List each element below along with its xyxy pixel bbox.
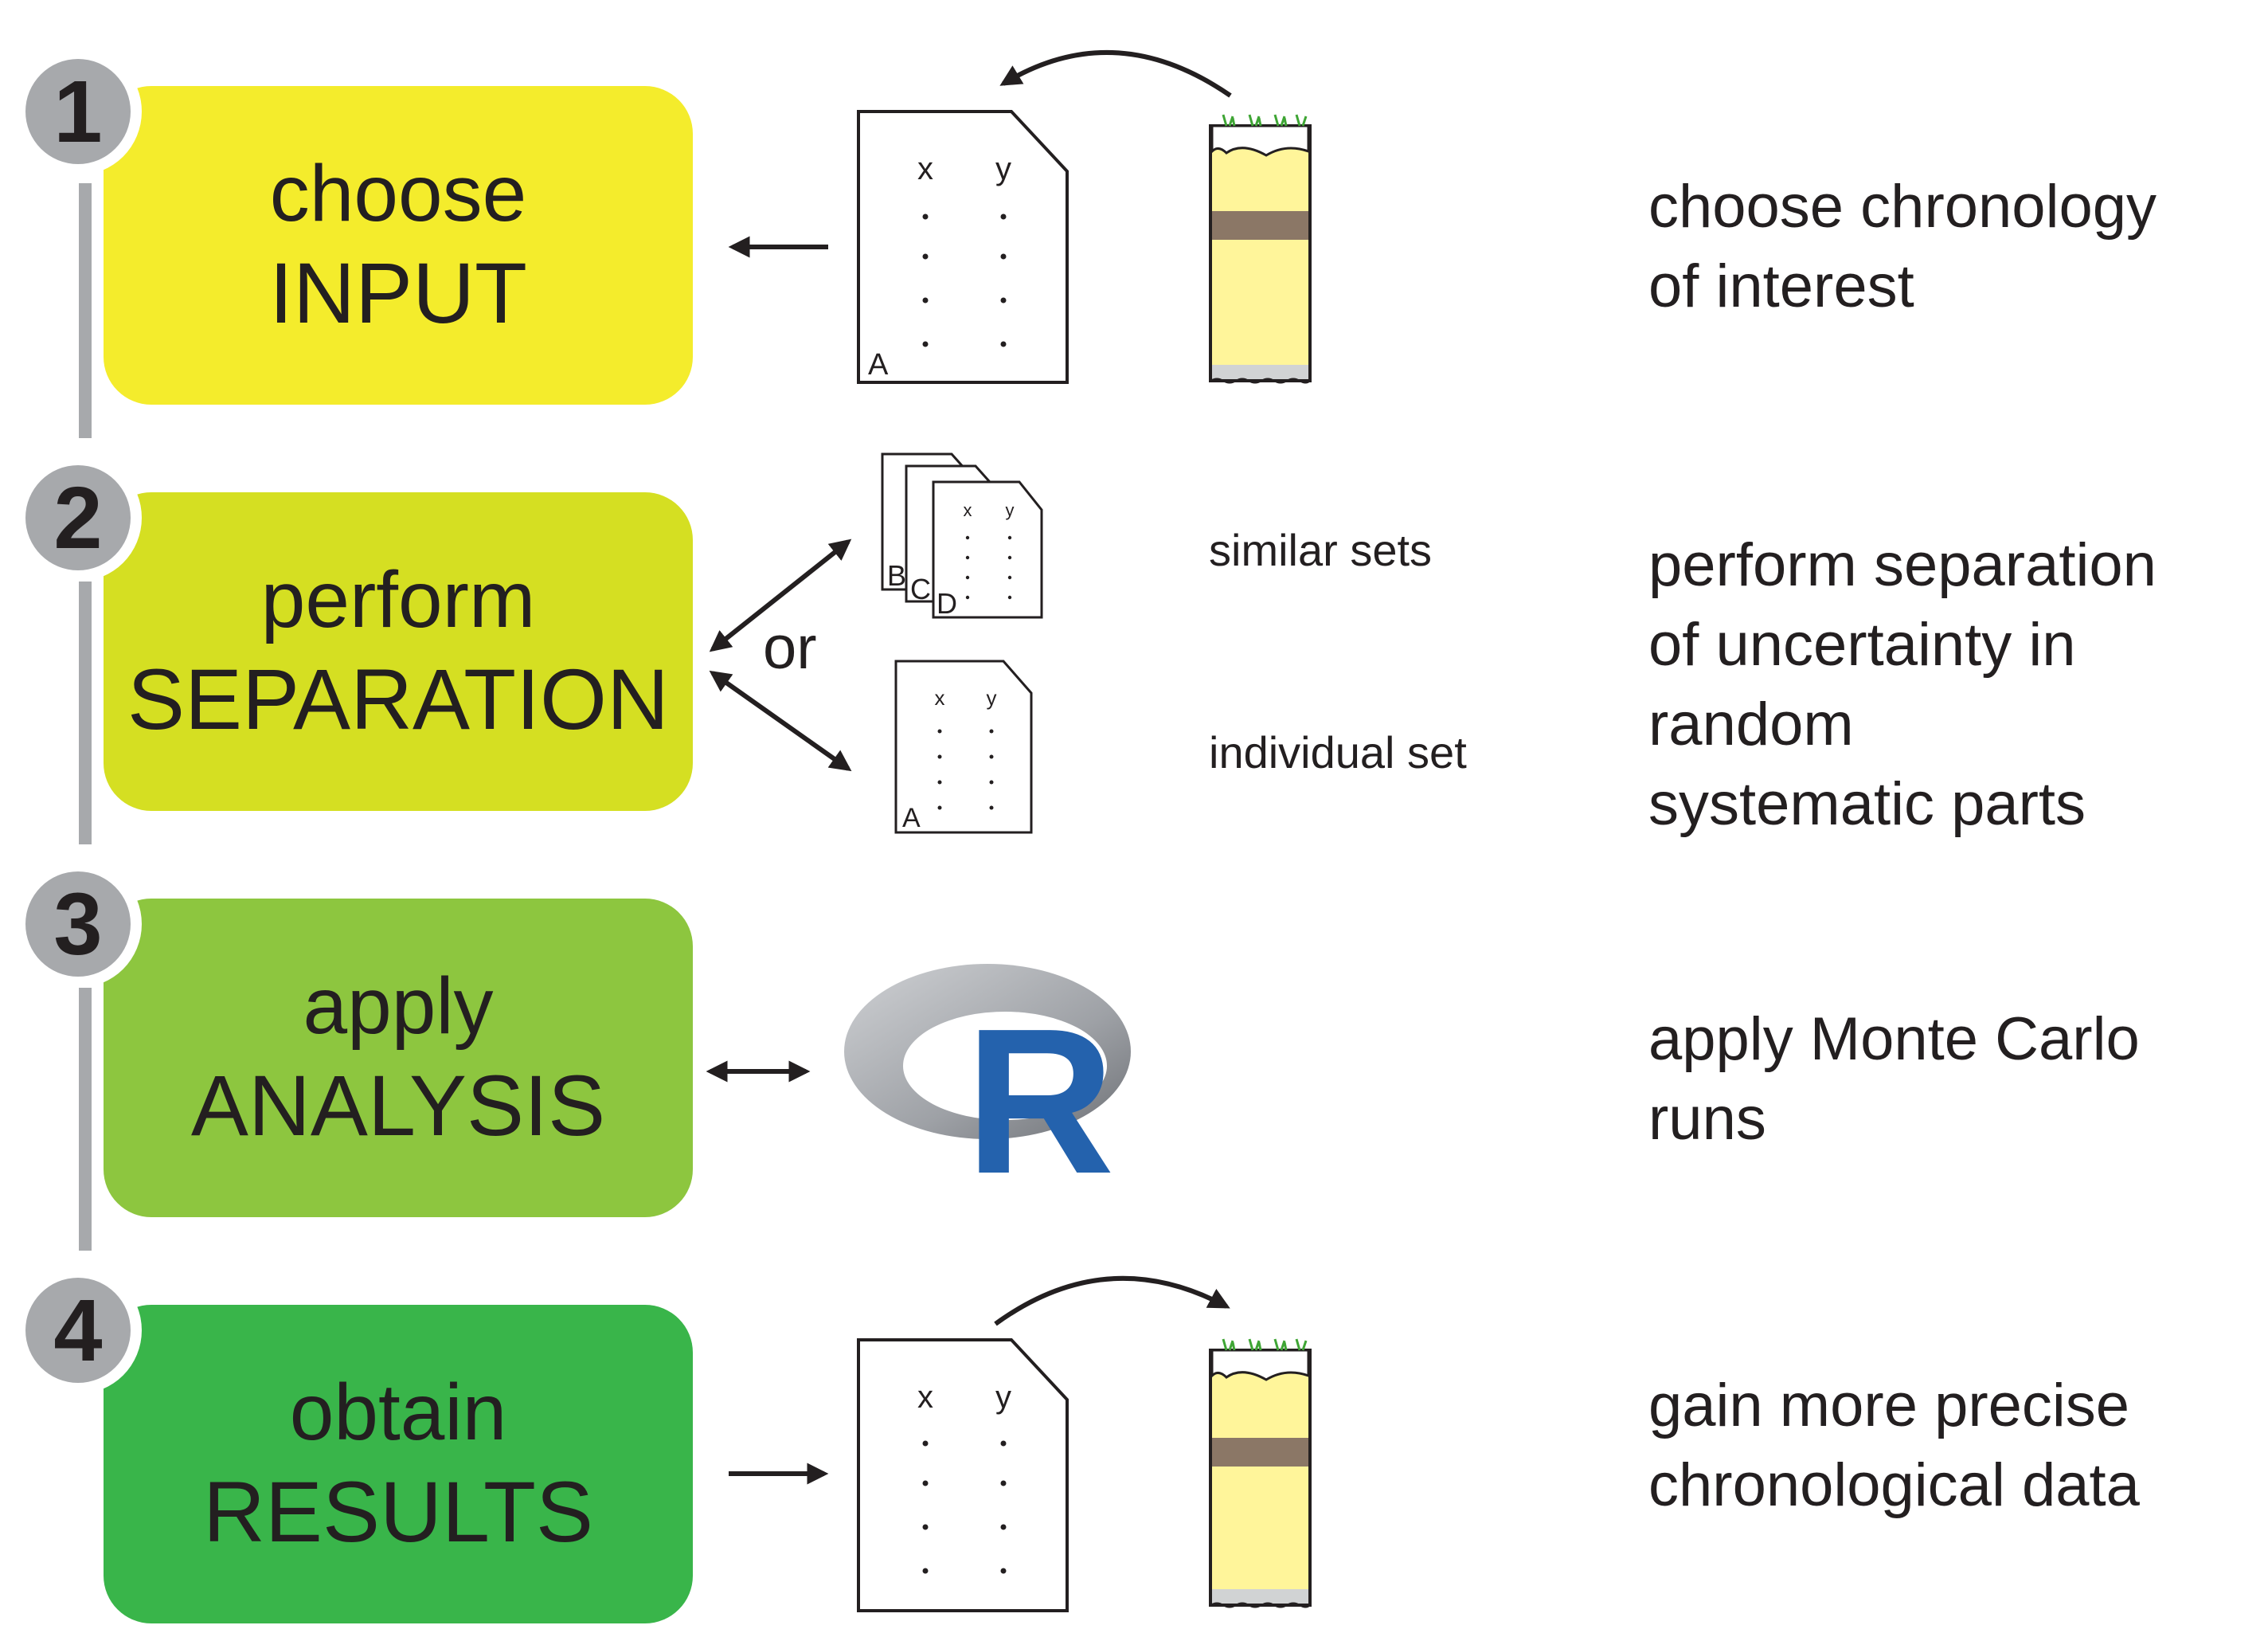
step1-sediment-core-icon	[1209, 114, 1312, 384]
step-number: 1	[25, 59, 131, 164]
svg-text:y: y	[1006, 500, 1015, 520]
step-box-perform-separation: perform SEPARATION	[104, 492, 693, 811]
step-number-badge: 3	[14, 860, 142, 988]
step-verb: choose	[269, 149, 527, 239]
step-noun: RESULTS	[202, 1463, 594, 1561]
or-label: or	[763, 614, 817, 682]
similar-sets-label: similar sets	[1209, 525, 1433, 575]
step-number-badge: 1	[14, 48, 142, 175]
svg-text:x: x	[964, 500, 972, 520]
svg-text:y: y	[995, 1380, 1011, 1415]
step-noun: ANALYSIS	[190, 1057, 606, 1154]
step-noun: SEPARATION	[127, 651, 670, 748]
step2-arrow-down	[709, 670, 852, 772]
step-box-apply-analysis: apply ANALYSIS	[104, 899, 693, 1217]
step1-document-icon: x y A	[857, 110, 1069, 384]
step-number-badge: 2	[14, 454, 142, 582]
step-box-choose-input: choose INPUT	[104, 86, 693, 405]
doc-letter-b: B	[887, 559, 906, 592]
doc-letter-c: C	[910, 573, 931, 605]
step-number: 2	[25, 465, 131, 570]
step-number: 3	[25, 871, 131, 977]
r-logo-letter: R	[965, 986, 1115, 1217]
individual-set-label: individual set	[1209, 727, 1467, 777]
step-number-badge: 4	[14, 1267, 142, 1394]
individual-document-icon: x y A	[894, 660, 1033, 834]
step-number: 4	[25, 1278, 131, 1383]
col-x-label: x	[917, 151, 933, 186]
step4-document-icon: x y	[857, 1338, 1069, 1612]
svg-text:x: x	[935, 686, 945, 710]
step-description: apply Monte Carlo runs	[1648, 1005, 2140, 1153]
svg-text:y: y	[987, 686, 997, 710]
timeline-line	[79, 183, 92, 1251]
step-verb: obtain	[289, 1368, 507, 1458]
step-noun: INPUT	[269, 245, 527, 342]
svg-text:A: A	[902, 803, 921, 833]
step-verb: perform	[260, 555, 536, 645]
step4-sediment-core-icon	[1209, 1338, 1312, 1608]
r-logo-icon: R	[844, 964, 1131, 1217]
doc-letter-a: A	[868, 348, 889, 382]
col-y-label: y	[995, 151, 1011, 186]
step-description: perform separation of uncertainty in ran…	[1648, 531, 2157, 838]
stacked-documents-icon: x y B C D	[881, 452, 1043, 620]
step-description: gain more precise chronological data	[1648, 1372, 2140, 1519]
step4-curved-arrow	[994, 1275, 1230, 1326]
step-verb: apply	[303, 961, 494, 1051]
doc-letter-d: D	[937, 587, 957, 620]
step1-curved-arrow	[999, 49, 1232, 98]
step-box-obtain-results: obtain RESULTS	[104, 1305, 693, 1623]
svg-text:x: x	[917, 1380, 933, 1415]
step2-arrow-up	[709, 538, 852, 652]
step-description: choose chronology of interest	[1648, 173, 2157, 320]
